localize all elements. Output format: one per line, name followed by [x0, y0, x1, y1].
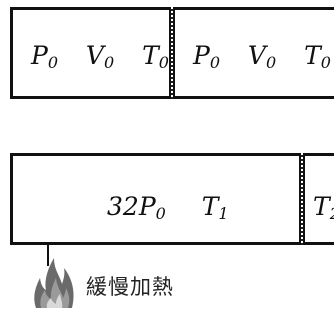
top-left-temperature: T0	[142, 41, 169, 72]
bottom-left-temperature: T1	[201, 192, 229, 223]
heating-label: 緩慢加熱	[86, 275, 174, 299]
bottom-cylinder: 32P0 T1 T2	[10, 153, 334, 245]
top-right-pressure: P0	[193, 41, 221, 72]
flame-icon	[34, 258, 74, 308]
bottom-piston	[299, 153, 305, 245]
top-right-temperature: T0	[304, 41, 331, 72]
top-right-volume: V0	[247, 41, 277, 72]
heater-stem	[47, 244, 49, 266]
bottom-right-temperature: T2	[313, 192, 334, 222]
bottom-right-gas-state: T2	[313, 194, 334, 222]
bottom-left-gas-state: 32P0 T1	[107, 194, 229, 222]
top-left-gas-state: P0 V0 T0	[31, 43, 169, 71]
bottom-left-pressure: 32P0	[107, 192, 166, 223]
top-right-gas-state: P0 V0 T0	[193, 43, 331, 71]
top-cylinder: P0 V0 T0 P0 V0 T0	[10, 7, 334, 99]
top-left-pressure: P0	[31, 41, 59, 72]
top-piston	[169, 7, 175, 99]
top-left-volume: V0	[85, 41, 115, 72]
